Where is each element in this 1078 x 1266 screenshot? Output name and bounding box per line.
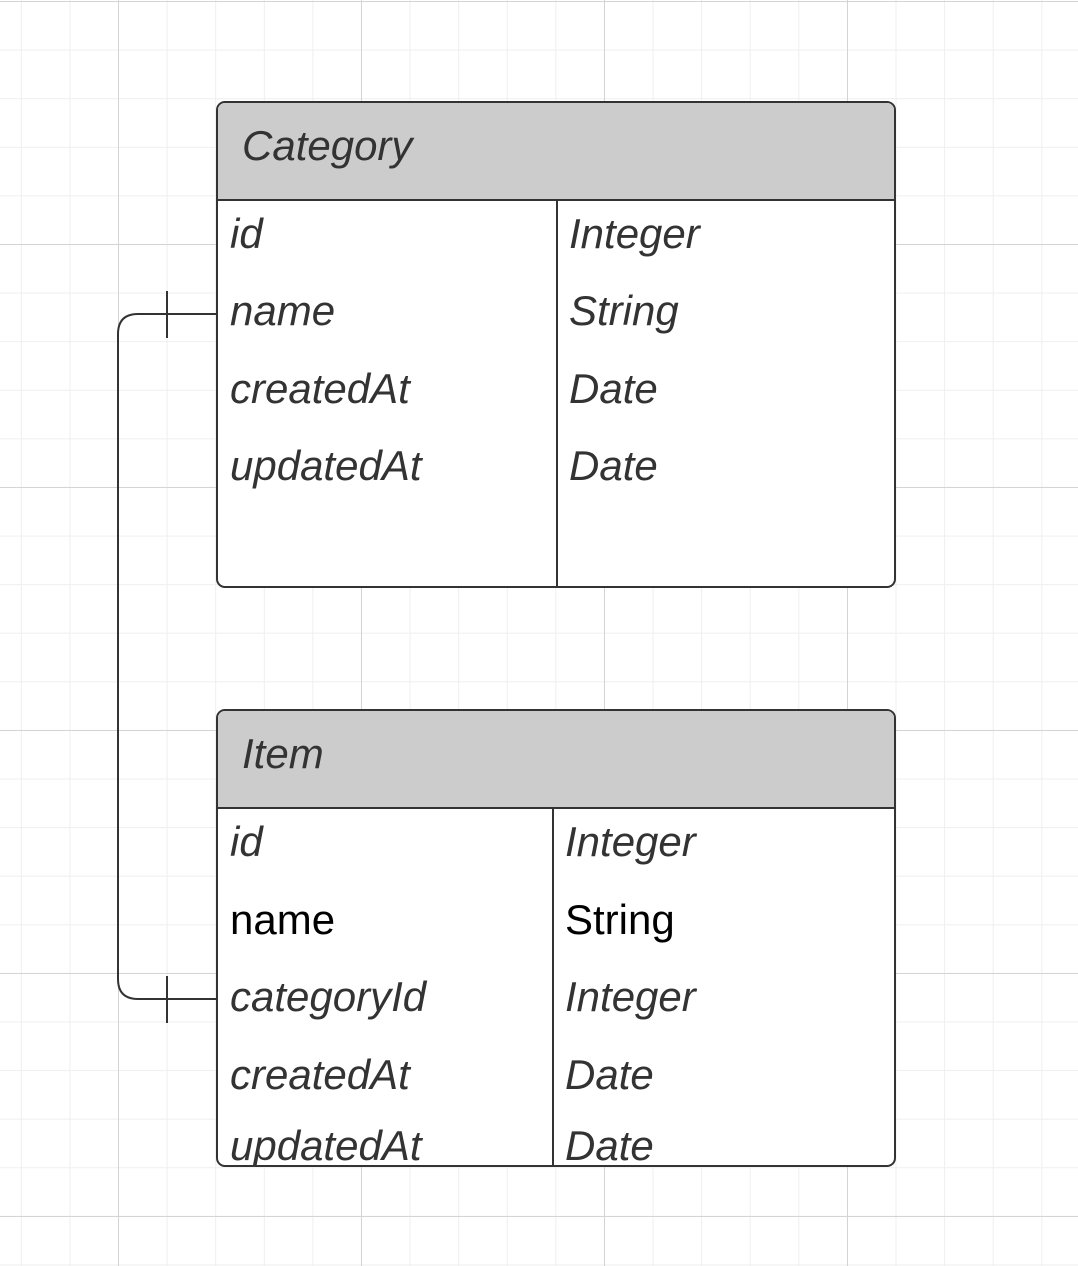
field-name: createdAt (230, 365, 410, 412)
field-name: name (230, 287, 336, 334)
field-type: Date (569, 365, 658, 412)
field-row-updatedat[interactable]: updatedAt Date (218, 1122, 894, 1167)
entity-title: Category (242, 122, 413, 169)
field-name: updatedAt (230, 442, 422, 489)
field-row-createdat[interactable]: createdAt Date (218, 1051, 894, 1098)
field-type: Date (565, 1122, 654, 1167)
column-divider (552, 809, 554, 1165)
field-name: id (230, 210, 263, 257)
entity-item[interactable]: Item id Integer name String categoryId I… (216, 709, 896, 1167)
field-type: Integer (565, 973, 696, 1020)
field-row-id[interactable]: id Integer (218, 818, 894, 865)
entity-header: Category (218, 103, 894, 201)
column-divider (556, 201, 558, 586)
field-type: Integer (565, 818, 696, 865)
field-type: Date (569, 442, 658, 489)
field-type: Date (565, 1051, 654, 1098)
field-type: String (569, 287, 679, 334)
field-name: name (230, 896, 336, 943)
field-row-updatedat[interactable]: updatedAt Date (218, 442, 894, 489)
field-name: categoryId (230, 973, 427, 1020)
field-type: String (565, 896, 675, 943)
field-row-id[interactable]: id Integer (218, 210, 894, 257)
field-type: Integer (569, 210, 700, 257)
entity-header: Item (218, 711, 894, 809)
field-name: id (230, 818, 263, 865)
connector-line (117, 313, 216, 1000)
field-name: updatedAt (230, 1122, 422, 1167)
field-row-createdat[interactable]: createdAt Date (218, 365, 894, 412)
field-row-categoryid[interactable]: categoryId Integer (218, 973, 894, 1020)
field-row-name[interactable]: name String (218, 287, 894, 334)
field-row-name[interactable]: name String (218, 896, 894, 943)
entity-category[interactable]: Category id Integer name String createdA… (216, 101, 896, 588)
field-name: createdAt (230, 1051, 410, 1098)
entity-title: Item (242, 730, 324, 777)
